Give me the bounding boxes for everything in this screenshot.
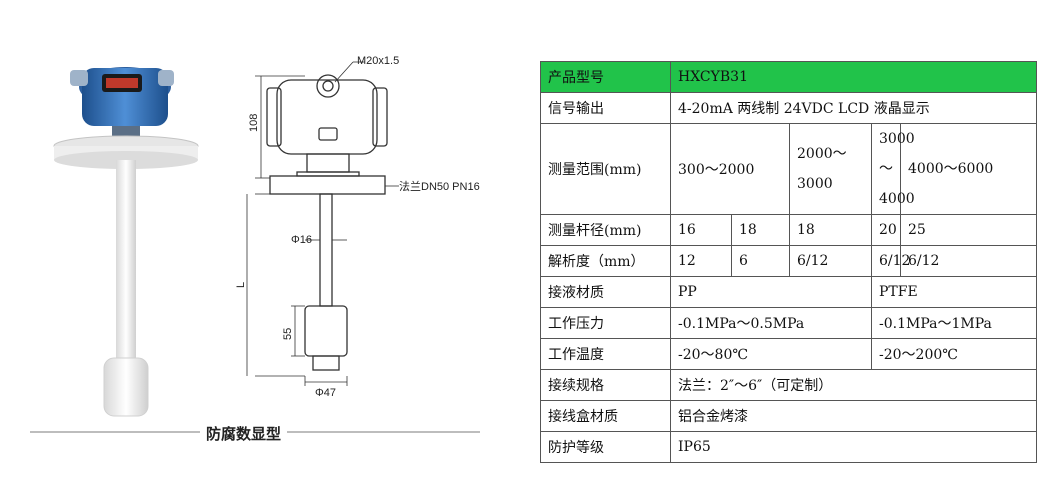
rod-value-2: 18 xyxy=(731,214,790,246)
temperature-ptfe: -20～200℃ xyxy=(870,338,1038,370)
rod-value-4: 20 xyxy=(871,214,901,246)
resolution-value-3: 6/12 xyxy=(789,245,872,277)
flange-label: 法兰DN50 PN16 xyxy=(399,179,480,193)
height-label: 108 xyxy=(248,114,260,132)
row-rod: 测量杆径(mm) 16 18 18 20 25 xyxy=(540,214,1038,246)
range-value-4: 4000～6000 xyxy=(899,123,1038,215)
temperature-pp: -20～80℃ xyxy=(670,338,872,370)
connection-label: 接续规格 xyxy=(540,369,671,401)
range-value-2-text: 2000～3000 xyxy=(797,146,847,192)
row-pressure: 工作压力 -0.1MPa～0.5MPa -0.1MPa～1MPa xyxy=(540,307,1038,339)
row-protection: 防护等级 IP65 xyxy=(540,431,1038,463)
length-label: L xyxy=(235,282,247,288)
range-value-2: 2000～3000 xyxy=(789,123,872,215)
float-height-label: 55 xyxy=(282,328,294,340)
range-label: 测量范围(mm) xyxy=(540,123,671,215)
range-value-4-text: 4000～6000 xyxy=(908,161,994,177)
row-material: 接液材质 PP PTFE xyxy=(540,276,1038,308)
rod-value-5: 25 xyxy=(899,214,1038,246)
protection-label: 防护等级 xyxy=(540,431,671,463)
pressure-pp: -0.1MPa～0.5MPa xyxy=(670,307,872,339)
protection-value: IP65 xyxy=(669,431,1038,463)
row-housing: 接线盒材质 铝合金烤漆 xyxy=(540,400,1038,432)
model-value: HXCYB31 xyxy=(669,61,1038,93)
row-model: 产品型号 HXCYB31 xyxy=(540,61,1038,93)
resolution-label: 解析度（mm） xyxy=(540,245,671,277)
range-value-3-text: 3000～4000 xyxy=(879,131,915,207)
row-temperature: 工作温度 -20～80℃ -20～200℃ xyxy=(540,338,1038,370)
pressure-ptfe: -0.1MPa～1MPa xyxy=(870,307,1038,339)
row-range: 测量范围(mm) 300～2000 2000～3000 3000～4000 40… xyxy=(540,123,1038,215)
product-photo xyxy=(53,67,199,417)
resolution-value-5: 6/12 xyxy=(899,245,1038,277)
rod-value-1: 16 xyxy=(670,214,732,246)
housing-label: 接线盒材质 xyxy=(540,400,671,432)
resolution-value-2: 6 xyxy=(731,245,790,277)
signal-label: 信号输出 xyxy=(540,92,671,124)
row-signal: 信号输出 4-20mA 两线制 24VDC LCD 液晶显示 xyxy=(540,92,1038,124)
row-connection: 接续规格 法兰：2″～6″（可定制） xyxy=(540,369,1038,401)
rod-value-3: 18 xyxy=(789,214,872,246)
figure-caption: 防腐数显型 xyxy=(200,423,288,444)
thread-label: M20x1.5 xyxy=(357,55,399,67)
rod-label: 测量杆径(mm) xyxy=(540,214,671,246)
float-diameter-label: Φ47 xyxy=(315,387,336,399)
material-pp: PP xyxy=(670,276,872,308)
resolution-value-4: 6/12 xyxy=(871,245,910,277)
rod-diameter-label: Φ16 xyxy=(291,234,312,246)
temperature-label: 工作温度 xyxy=(540,338,671,370)
material-label: 接液材质 xyxy=(540,276,671,308)
spec-table: 产品型号 HXCYB31 信号输出 4-20mA 两线制 24VDC LCD 液… xyxy=(540,61,1038,463)
signal-value: 4-20mA 两线制 24VDC LCD 液晶显示 xyxy=(669,92,1038,124)
material-ptfe: PTFE xyxy=(870,276,1038,308)
range-value-3: 3000～4000 xyxy=(871,123,915,215)
resolution-value-1: 12 xyxy=(670,245,732,277)
dimension-drawing: M20x1.5 108 法兰DN50 PN16 Φ16 L 55 Φ47 xyxy=(235,55,480,399)
row-resolution: 解析度（mm） 12 6 6/12 6/12 6/12 xyxy=(540,245,1038,277)
pressure-label: 工作压力 xyxy=(540,307,671,339)
connection-value: 法兰：2″～6″（可定制） xyxy=(669,369,1038,401)
housing-value: 铝合金烤漆 xyxy=(669,400,1038,432)
model-label: 产品型号 xyxy=(540,61,671,93)
range-value-1: 300～2000 xyxy=(670,123,790,215)
